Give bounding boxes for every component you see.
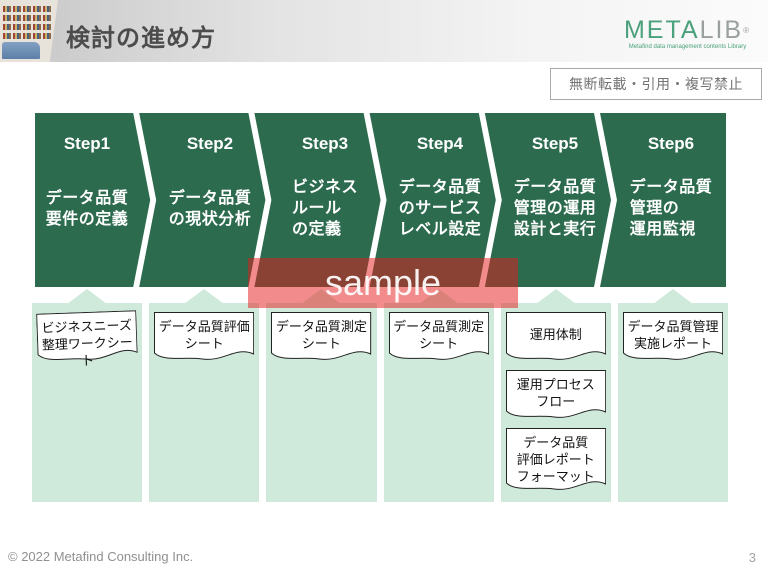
doc-title: データ品質 評価レポート フォーマット — [516, 435, 595, 484]
step-1: Step1 データ品質 要件の定義 — [35, 113, 139, 287]
step-description: データ品質 管理の 運用監視 — [629, 179, 713, 238]
doc-title: データ品質評価 シート — [158, 319, 250, 351]
step-label: Step3 — [301, 134, 349, 153]
step-4: Step4 データ品質 のサービス レベル設定 — [388, 113, 492, 287]
step-label: Step4 — [416, 134, 464, 153]
deliverable-column-6: データ品質管理 実施レポート — [617, 289, 729, 502]
step-description: データ品質 管理の運用 設計と実行 — [513, 179, 597, 238]
step-description: ビジネス ルール の定義 — [291, 179, 358, 238]
deliverable-column-5: 運用体制 運用プロセス フロー データ品質 評価レポート フォーマット — [500, 289, 611, 502]
step-label: Step2 — [186, 134, 234, 153]
deliverable-column-4: データ品質測定 シート — [383, 289, 494, 502]
step-6: Step6 データ品質 管理の 運用監視 — [619, 113, 723, 287]
doc-title: 運用体制 — [529, 327, 582, 342]
worksheet-doc: データ品質測定 シート — [271, 312, 371, 364]
bookshelf-row — [3, 15, 53, 21]
watermark-text: sample — [324, 262, 442, 303]
doc-title: 運用プロセス フロー — [516, 377, 595, 409]
doc-title: データ品質測定 シート — [393, 319, 485, 351]
no-copy-notice: 無断転載・引用・複写禁止 — [550, 68, 762, 100]
pointer-up-icon — [535, 289, 576, 304]
step-2: Step2 データ品質 の現状分析 — [158, 113, 262, 287]
logo-subtitle: Metafind data management contents Librar… — [628, 44, 747, 50]
worksheet-doc: データ品質測定 シート — [389, 312, 489, 364]
header-band: 検討の進め方 METALIB® Metafind data management… — [0, 0, 768, 62]
step-label: Step1 — [63, 134, 111, 153]
step-description: データ品質 のサービス レベル設定 — [398, 179, 482, 238]
worksheet-doc: データ品質管理 実施レポート — [623, 312, 723, 364]
deliverable-column-3: データ品質測定 シート — [266, 289, 377, 502]
doc-title: ビジネスニーズ 整理ワークシート — [41, 317, 134, 369]
sample-watermark: sample — [248, 258, 518, 308]
library-photo — [0, 0, 58, 62]
doc-title: データ品質管理 実施レポート — [627, 319, 719, 351]
process-chevrons: Step1 データ品質 要件の定義 Step2 データ品質 の現状分析 Step… — [35, 113, 726, 287]
bookshelf-row — [3, 6, 53, 12]
chevron-shapes — [35, 113, 726, 287]
copyright-text: © 2022 Metafind Consulting Inc. — [8, 549, 194, 564]
step-description: データ品質 の現状分析 — [168, 189, 252, 228]
logo-word-primary: META — [623, 16, 700, 44]
step-description: データ品質 要件の定義 — [45, 189, 129, 228]
step-3: Step3 ビジネス ルール の定義 — [273, 113, 377, 287]
bookshelf-row — [3, 24, 53, 30]
worksheet-doc: ビジネスニーズ 整理ワークシート — [36, 310, 138, 368]
pointer-up-icon — [652, 289, 693, 304]
worksheet-doc: 運用体制 — [506, 312, 606, 364]
worksheet-doc: 運用プロセス フロー — [506, 370, 606, 422]
metalib-logo: METALIB® Metafind data management conten… — [620, 18, 755, 51]
step-label: Step5 — [531, 134, 579, 153]
pointer-up-icon — [184, 289, 225, 304]
page-title: 検討の進め方 — [66, 25, 216, 52]
bookshelf-row — [3, 33, 53, 39]
logo-word-secondary: LIB — [699, 16, 744, 44]
step-5: Step5 データ品質 管理の運用 設計と実行 — [503, 113, 607, 287]
deliverable-column-2: データ品質評価 シート — [149, 289, 260, 502]
registered-mark: ® — [743, 26, 752, 35]
doc-title: データ品質測定 シート — [275, 319, 367, 351]
step-label: Step6 — [647, 134, 695, 153]
pointer-up-icon — [67, 289, 108, 304]
deliverable-columns: ビジネスニーズ 整理ワークシート データ品質評価 シート データ品質測定 シート — [32, 289, 729, 502]
deliverable-column-1: ビジネスニーズ 整理ワークシート — [32, 289, 143, 502]
sofa-shape — [2, 42, 40, 59]
logo-wordmark: METALIB® — [620, 18, 755, 43]
worksheet-doc: データ品質評価 シート — [154, 312, 254, 364]
page-number: 3 — [748, 550, 756, 565]
worksheet-doc: データ品質 評価レポート フォーマット — [506, 428, 606, 494]
